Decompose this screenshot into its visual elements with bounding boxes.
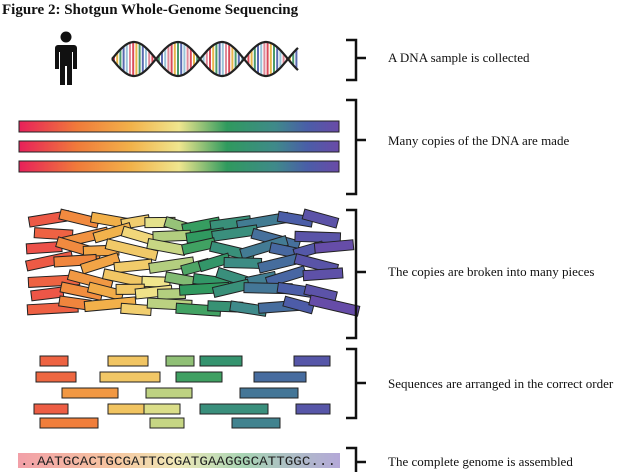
- step-2-label: Many copies of the DNA are made: [388, 133, 570, 148]
- helix-strand: [111, 40, 299, 78]
- ordered-fragment: [107, 403, 147, 415]
- dna-fragments: [24, 208, 361, 317]
- ordered-fragment: [199, 355, 243, 367]
- dna-fragment: [282, 295, 315, 315]
- bracket-step-4: [346, 347, 366, 420]
- dna-copy-bar: [18, 120, 340, 133]
- step-4-label: Sequences are arranged in the correct or…: [388, 376, 614, 391]
- ordered-fragment: [293, 355, 331, 367]
- ordered-fragment: [149, 417, 185, 429]
- ordered-fragment: [39, 417, 99, 429]
- dna-fragment: [30, 286, 65, 302]
- helix-strand: [111, 40, 299, 78]
- genome-bar: [18, 453, 340, 468]
- dna-fragment: [79, 252, 121, 275]
- dna-fragment: [104, 238, 159, 262]
- dna-fragment: [223, 257, 263, 269]
- ordered-fragment: [143, 403, 181, 415]
- ordered-fragments: [33, 355, 331, 429]
- dna-copy-bar: [18, 160, 340, 173]
- dna-fragment: [308, 294, 361, 317]
- genome-sequence-text: ..AATGCACTGCGATTCCGATGAAGGGCATTGGC...: [20, 455, 336, 469]
- ordered-fragment: [61, 387, 119, 399]
- dna-fragment: [120, 302, 152, 317]
- figure-title: Figure 2: Shotgun Whole-Genome Sequencin…: [2, 2, 299, 18]
- bracket-step-2: [346, 98, 366, 196]
- bracket-step-5: [346, 446, 366, 472]
- dna-fragment: [148, 256, 195, 274]
- step-1-label: A DNA sample is collected: [388, 50, 530, 65]
- ordered-fragment: [39, 355, 69, 367]
- dna-copy-bar: [18, 140, 340, 153]
- step-brackets: [346, 38, 366, 472]
- ordered-fragment: [35, 371, 77, 383]
- dna-fragment: [302, 267, 344, 282]
- ordered-fragment: [145, 387, 193, 399]
- dna-copies: [18, 120, 340, 173]
- ordered-fragment: [231, 417, 281, 429]
- dna-fragment: [239, 235, 289, 260]
- step-3-label: The copies are broken into many pieces: [388, 264, 595, 279]
- ordered-fragment: [175, 371, 223, 383]
- dna-fragment: [313, 239, 355, 254]
- ordered-fragment: [239, 387, 299, 399]
- dna-fragment: [276, 210, 314, 228]
- step-5-label: The complete genome is assembled: [388, 454, 573, 469]
- ordered-fragment: [107, 355, 149, 367]
- ordered-fragment: [199, 403, 269, 415]
- bracket-step-1: [346, 38, 366, 82]
- ordered-fragment: [33, 403, 69, 415]
- ordered-fragment: [165, 355, 195, 367]
- dna-fragment: [86, 281, 125, 302]
- bracket-step-3: [346, 208, 366, 340]
- ordered-fragment: [295, 403, 331, 415]
- person-icon: [55, 31, 77, 85]
- dna-fragment: [92, 222, 133, 244]
- dna-fragment: [301, 208, 340, 229]
- dna-double-helix-icon: [111, 40, 299, 78]
- ordered-fragment: [253, 371, 307, 383]
- ordered-fragment: [99, 371, 161, 383]
